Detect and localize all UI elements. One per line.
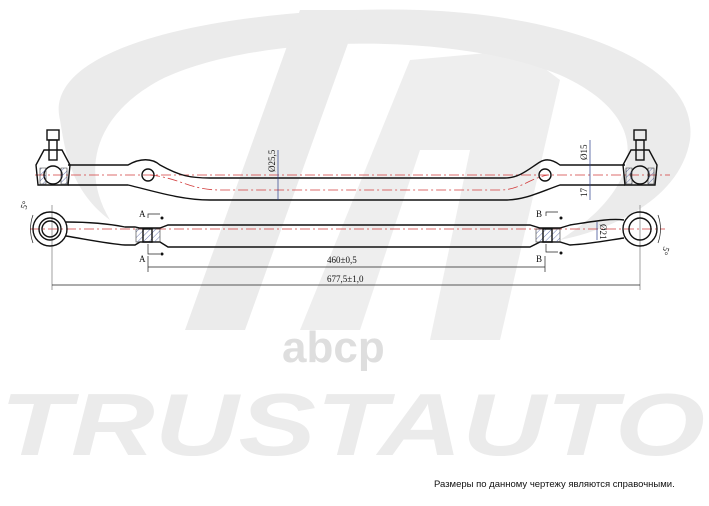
offset-label: 17 <box>579 188 589 198</box>
left-ball-joint <box>35 129 71 186</box>
reference-dimensions-note: Размеры по данному чертежу являются спра… <box>434 479 675 490</box>
angle-right-label: 5° <box>659 245 671 256</box>
rod-diameter-label: Ø25,5 <box>267 149 277 172</box>
angle-left-label: 5° <box>18 199 30 210</box>
trustauto-watermark-logo: TRUSTAUTO abcp <box>0 9 705 474</box>
watermark-site: abcp <box>282 323 385 372</box>
tie-rod-top-view: Ø25,5 Ø15 17 <box>35 129 670 201</box>
overall-length-label: 677,5±1,0 <box>327 274 364 284</box>
section-a-top-label: A <box>139 209 146 219</box>
watermark-brand: TRUSTAUTO <box>0 375 705 474</box>
section-a-bottom-label: A <box>139 254 146 264</box>
right-ball-joint <box>622 129 658 186</box>
pin-diameter-label: Ø15 <box>579 144 589 160</box>
end-diameter-label: Ø21 <box>598 224 608 240</box>
section-b-top-label: B <box>536 209 542 219</box>
tie-rod-side-view: A A B B Ø21 5° 5° 460±0,5 677,5±1,0 <box>18 199 672 290</box>
section-b-bottom-label: B <box>536 254 542 264</box>
clamp-distance-label: 460±0,5 <box>327 255 357 265</box>
